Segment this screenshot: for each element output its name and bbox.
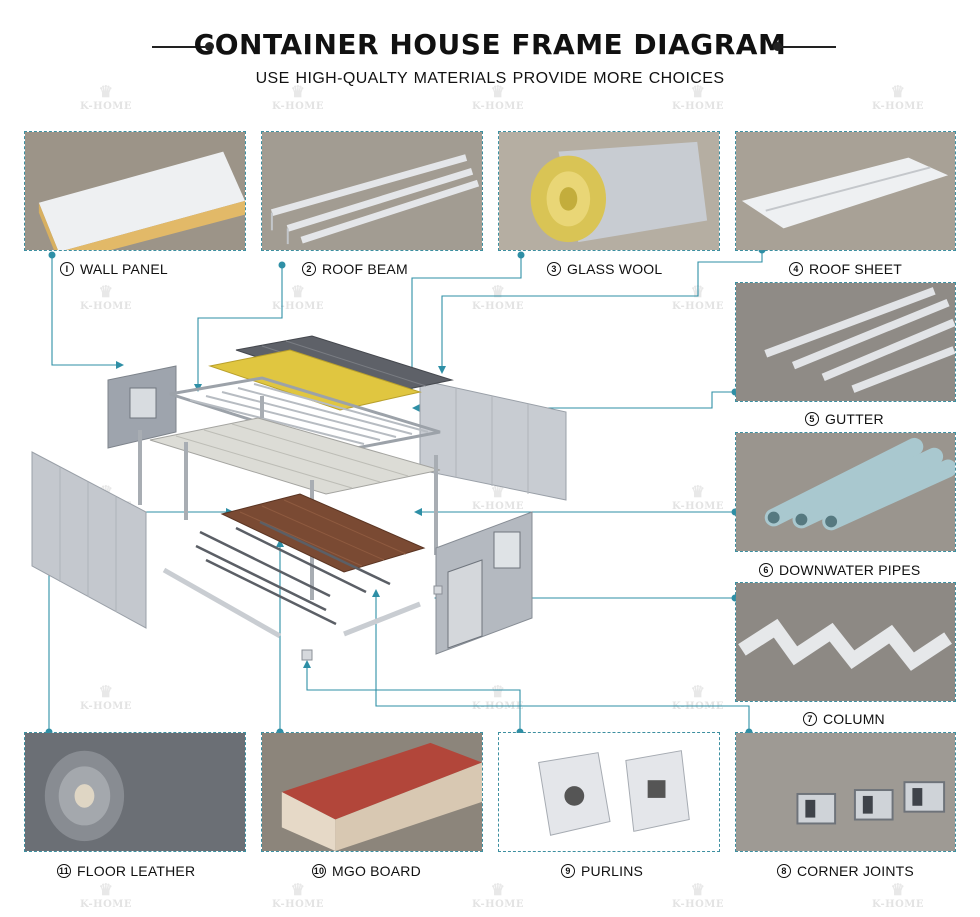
bottom-beam xyxy=(343,601,421,637)
connector-dot xyxy=(278,261,286,269)
watermark: ♛K-HOME xyxy=(672,82,724,112)
photo-floor-leather xyxy=(24,732,246,852)
corner-joint-piece xyxy=(433,585,443,595)
connector-dot xyxy=(48,251,56,259)
connector-gutter xyxy=(418,391,735,409)
label-column: 7 COLUMN xyxy=(803,711,885,727)
connector-corner-joints xyxy=(375,595,750,732)
photo-glass-wool xyxy=(498,131,720,251)
number-badge: I xyxy=(60,262,74,276)
arrow-head xyxy=(412,404,420,412)
component-name: GLASS WOOL xyxy=(567,261,663,277)
component-name: GUTTER xyxy=(825,411,884,427)
connector-roof-beam xyxy=(197,265,283,386)
arrow-head xyxy=(438,366,446,374)
watermark: ♛K-HOME xyxy=(472,880,524,910)
corner-joint-piece xyxy=(301,649,313,661)
label-purlins: 9 PURLINS xyxy=(561,863,643,879)
header: CONTAINER HOUSE FRAME DIAGRAM xyxy=(0,22,980,70)
connector-dot xyxy=(517,251,525,259)
label-wall-panel: I WALL PANEL xyxy=(60,261,168,277)
label-floor-leather: 11 FLOOR LEATHER xyxy=(57,863,195,879)
component-name: FLOOR LEATHER xyxy=(77,863,196,879)
watermark: ♛K-HOME xyxy=(872,880,924,910)
connector-roof-sheet xyxy=(441,250,763,368)
page-title: CONTAINER HOUSE FRAME DIAGRAM xyxy=(193,28,787,61)
label-downwater-pipes: 6 DOWNWATER PIPES xyxy=(759,562,920,578)
left-wall-panel xyxy=(31,451,147,629)
arrow-head xyxy=(372,589,380,597)
watermark: ♛K-HOME xyxy=(672,482,724,512)
ceiling-panel xyxy=(149,417,441,495)
photo-downwater-pipes xyxy=(735,432,956,552)
number-badge: 3 xyxy=(547,262,561,276)
label-gutter: 5 GUTTER xyxy=(805,411,884,427)
front-wall-door xyxy=(447,559,483,649)
label-roof-sheet: 4 ROOF SHEET xyxy=(789,261,902,277)
page-subtitle: USE HIGH-QUALTY MATERIALS PROVIDE MORE C… xyxy=(255,70,725,87)
label-roof-beam: 2 ROOF BEAM xyxy=(302,261,408,277)
number-badge: 4 xyxy=(789,262,803,276)
component-name: MGO BOARD xyxy=(332,863,421,879)
number-badge: 2 xyxy=(302,262,316,276)
number-badge: 9 xyxy=(561,864,575,878)
bottom-beam xyxy=(162,567,282,639)
arrow-head xyxy=(414,508,422,516)
component-name: PURLINS xyxy=(581,863,644,879)
component-name: WALL PANEL xyxy=(80,261,168,277)
watermark: ♛K-HOME xyxy=(80,82,132,112)
photo-purlins xyxy=(498,732,720,852)
arrow-head xyxy=(276,539,284,547)
label-glass-wool: 3 GLASS WOOL xyxy=(547,261,662,277)
front-wall-window xyxy=(493,531,521,569)
right-wall-panel xyxy=(419,379,567,501)
arrow-head xyxy=(116,361,124,369)
photo-roof-beam xyxy=(261,131,483,251)
photo-column xyxy=(735,582,956,702)
watermark: ♛K-HOME xyxy=(672,880,724,910)
watermark: ♛K-HOME xyxy=(80,682,132,712)
connector-purlins xyxy=(306,666,521,732)
back-wall-window xyxy=(129,387,157,419)
number-badge: 8 xyxy=(777,864,791,878)
arrow-head xyxy=(303,660,311,668)
component-name: CORNER JOINTS xyxy=(797,863,914,879)
number-badge: 6 xyxy=(759,563,773,577)
watermark: ♛K-HOME xyxy=(272,282,324,312)
photo-roof-sheet xyxy=(735,131,956,251)
watermark: ♛K-HOME xyxy=(272,82,324,112)
connector-wall-panel xyxy=(51,255,118,366)
title-decoration-left xyxy=(152,46,212,48)
photo-wall-panel xyxy=(24,131,246,251)
component-name: COLUMN xyxy=(823,711,885,727)
component-name: ROOF SHEET xyxy=(809,261,903,277)
label-corner-joints: 8 CORNER JOINTS xyxy=(777,863,914,879)
component-name: ROOF BEAM xyxy=(322,261,408,277)
watermark: ♛K-HOME xyxy=(272,880,324,910)
photo-gutter xyxy=(735,282,956,402)
watermark: ♛K-HOME xyxy=(472,82,524,112)
watermark: ♛K-HOME xyxy=(872,82,924,112)
watermark: ♛K-HOME xyxy=(80,282,132,312)
number-badge: 7 xyxy=(803,712,817,726)
label-mgo-board: 10 MGO BOARD xyxy=(312,863,421,879)
number-badge: 10 xyxy=(312,864,326,878)
photo-corner-joints xyxy=(735,732,956,852)
number-badge: 11 xyxy=(57,864,71,878)
component-name: DOWNWATER PIPES xyxy=(779,562,921,578)
connector-glass-wool xyxy=(411,255,522,384)
title-decoration-right xyxy=(776,46,836,48)
number-badge: 5 xyxy=(805,412,819,426)
photo-mgo-board xyxy=(261,732,483,852)
title-dot-left xyxy=(205,42,214,51)
watermark: ♛K-HOME xyxy=(80,880,132,910)
